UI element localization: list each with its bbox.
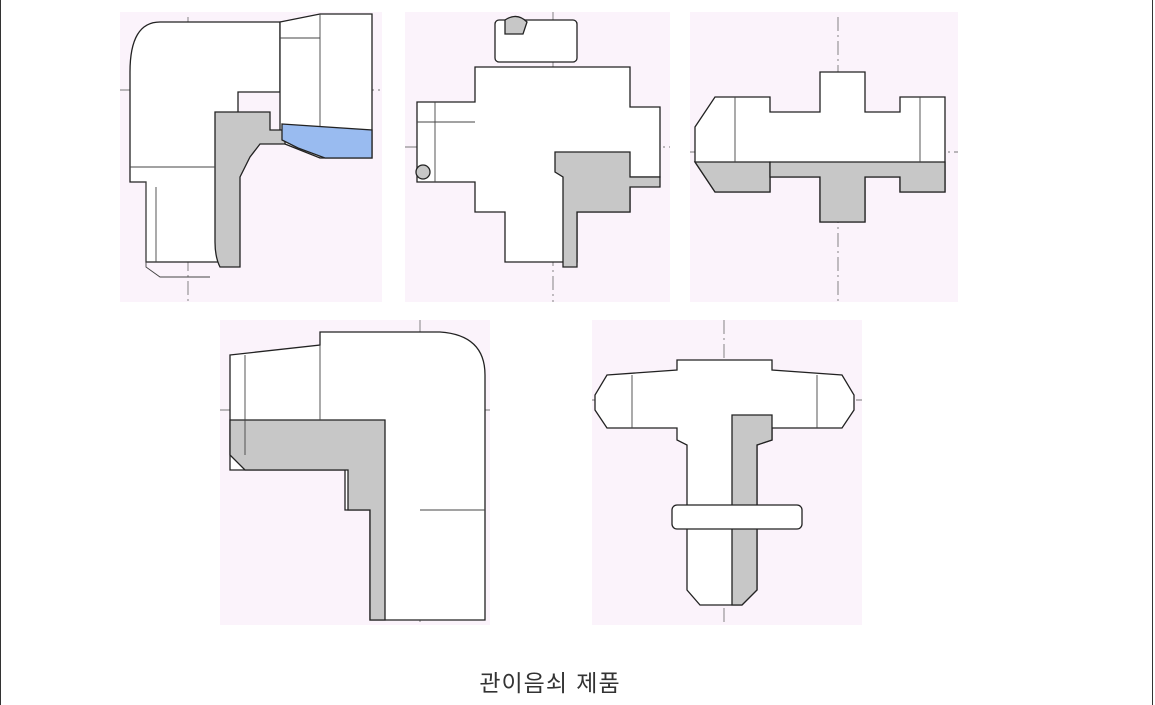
male-elbow-fitting-icon xyxy=(220,320,490,625)
union-fitting-icon xyxy=(690,17,958,302)
figure-caption: 관이음쇠 제품 xyxy=(479,671,621,697)
fitting-figure-2 xyxy=(405,12,670,302)
fitting-figure-1 xyxy=(120,12,382,302)
tee-fitting-icon xyxy=(592,320,862,625)
fitting-figure-5 xyxy=(592,320,862,625)
elbow-swivel-fitting-icon xyxy=(120,13,382,302)
fitting-figure-3 xyxy=(690,12,958,302)
cross-fitting-icon xyxy=(405,12,670,302)
fitting-figure-4 xyxy=(220,320,490,625)
